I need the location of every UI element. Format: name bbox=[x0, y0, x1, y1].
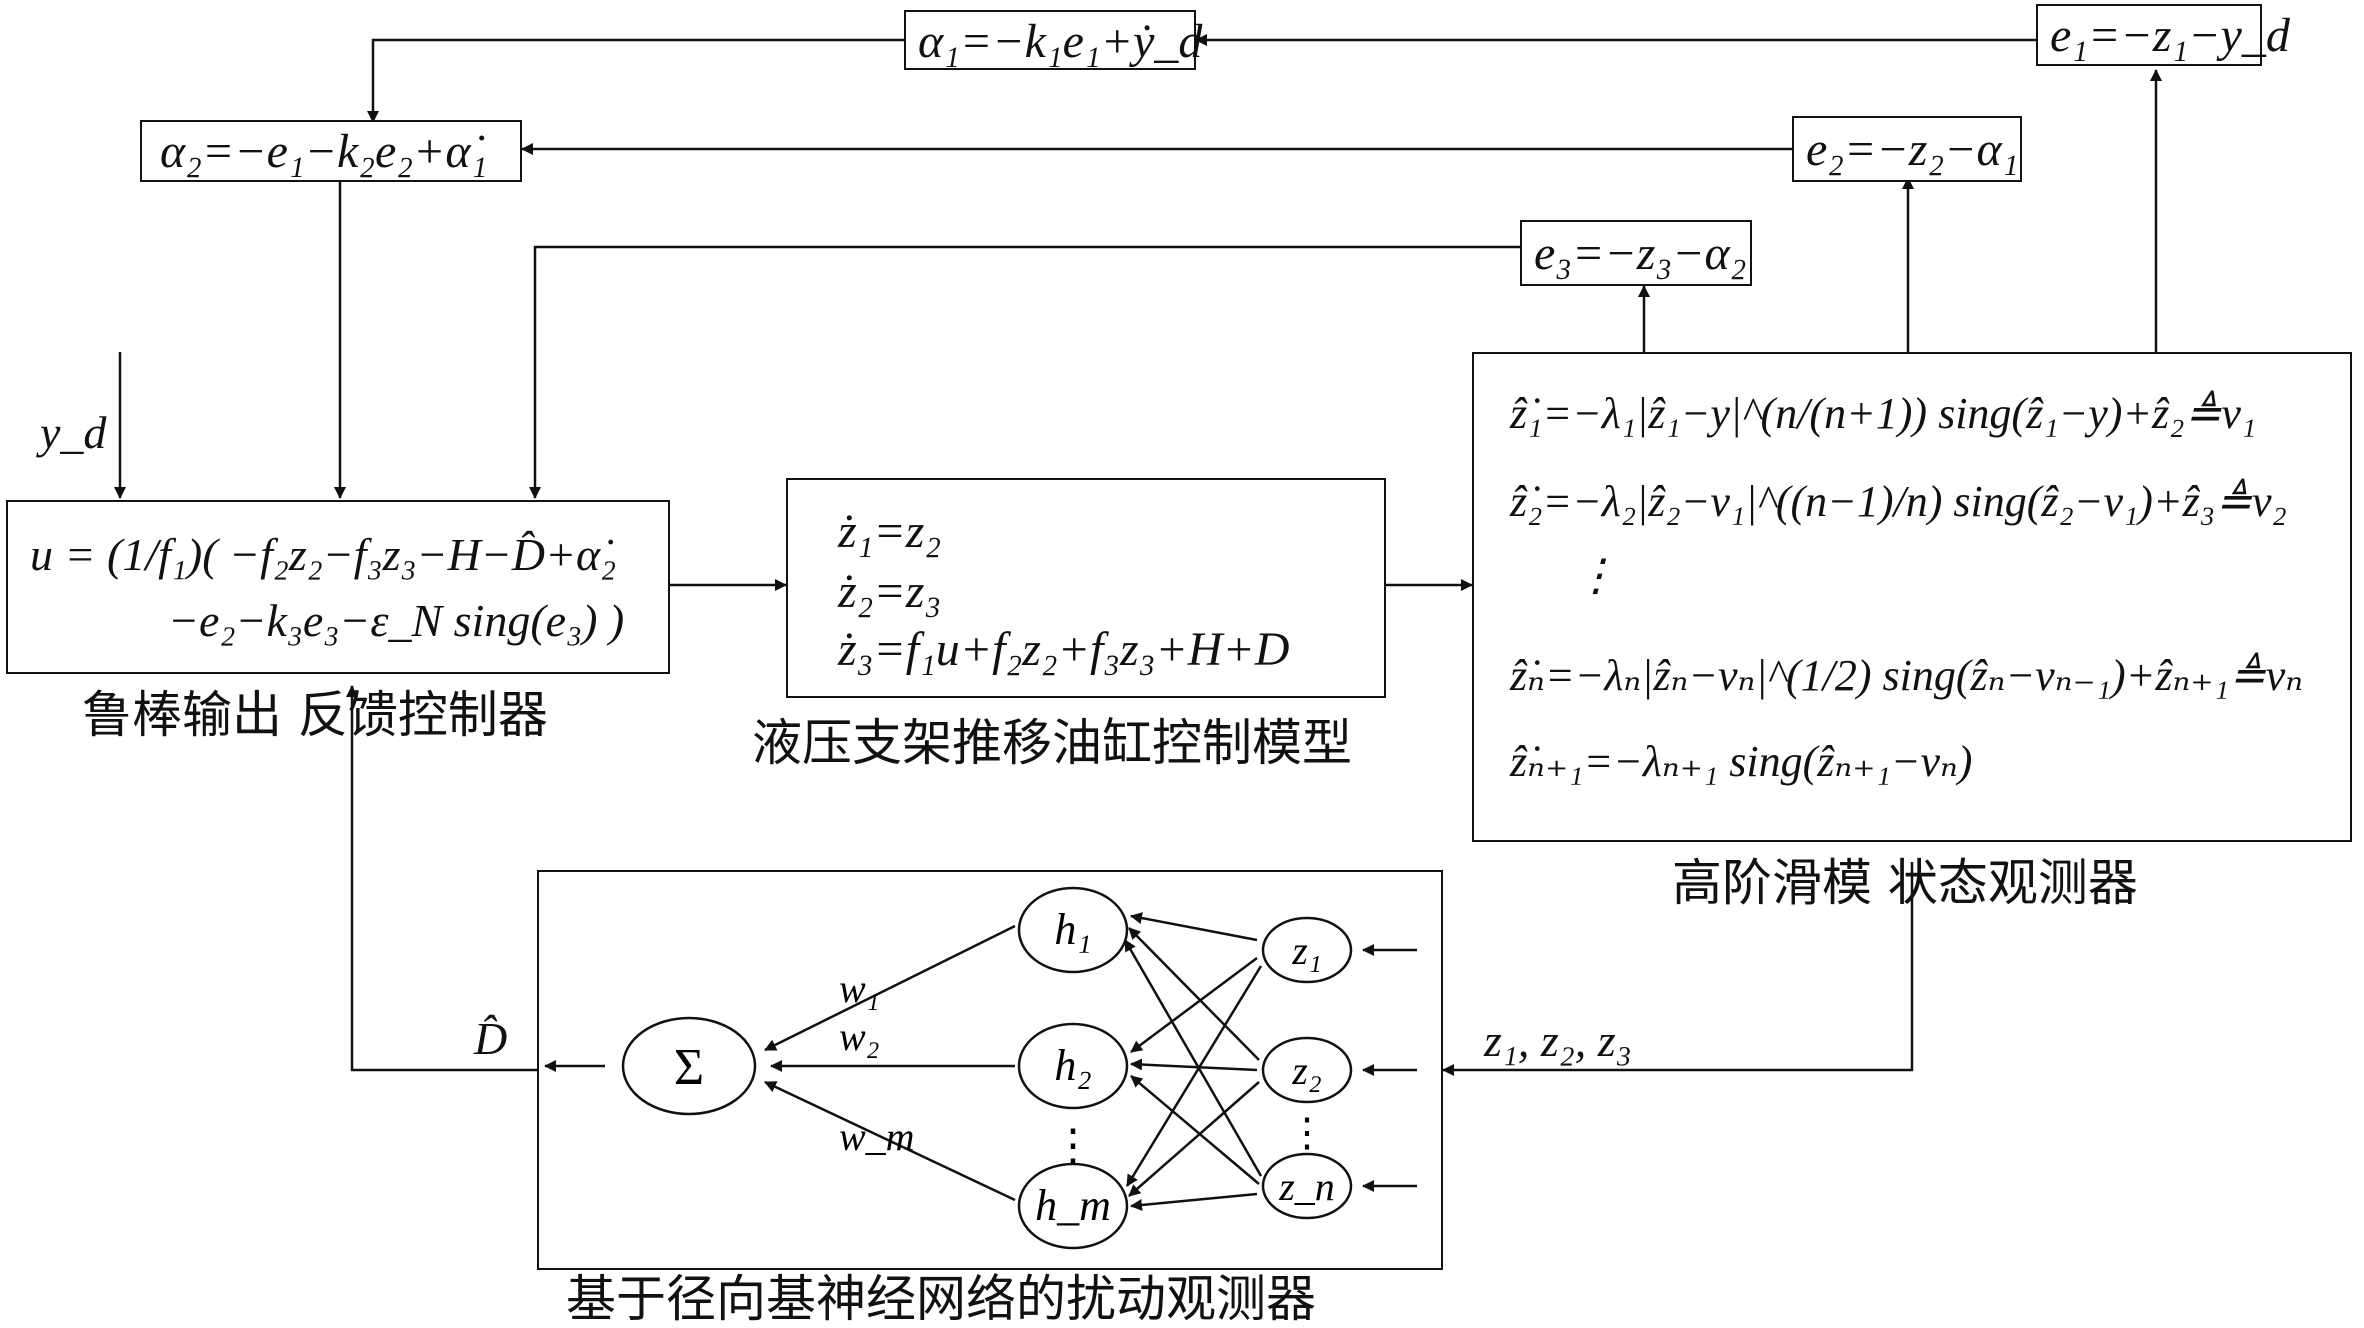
rbf-block: Σ h₁ h₂ ⋮ h_m z₁ z₂ ⋮ bbox=[537, 870, 1443, 1270]
input-node-1: z₁ bbox=[1261, 916, 1352, 983]
model-caption: 液压支架推移油缸控制模型 bbox=[752, 714, 1352, 772]
alpha2-block: α₂=−e₁−k₂e₂+α̇₁ bbox=[140, 120, 522, 182]
sum-symbol: Σ bbox=[673, 1039, 703, 1096]
hidden-label-m: h_m bbox=[1035, 1181, 1111, 1230]
e1-equation: e₁=−z₁−y_d bbox=[2050, 9, 2290, 62]
observer-row4: ẑ̇ₙ=−λₙ|ẑₙ−vₙ|^(1/2) sing(ẑₙ−vₙ₋₁)+ẑₙ₊₁≜… bbox=[1510, 651, 2304, 700]
sum-node: Σ bbox=[621, 1016, 756, 1115]
observer-row3: ⋮ bbox=[1574, 551, 1618, 600]
weight-label-m: w_m bbox=[839, 1114, 915, 1159]
model-row3: ż₃=f₁u+f₂z₂+f₃z₃+H+D bbox=[838, 623, 1290, 676]
observer-row1: ẑ̇₁=−λ₁|ẑ₁−y|^(n/(n+1)) sing(ẑ₁−y)+ẑ₂≜v₁ bbox=[1510, 389, 2257, 438]
observer-row2: ẑ̇₂=−λ₂|ẑ₂−v₁|^((n−1)/n) sing(ẑ₂−v₁)+ẑ₃≜… bbox=[1510, 477, 2287, 526]
e3-block: e₃=−z₃−α₂ bbox=[1520, 220, 1752, 286]
arrow-observer-to-rbf bbox=[1442, 862, 1914, 1076]
model-block: ż₁=z₂ ż₂=z₃ ż₃=f₁u+f₂z₂+f₃z₃+H+D bbox=[786, 478, 1386, 698]
arrow-alpha1-to-alpha2 bbox=[367, 38, 904, 123]
model-row1: ż₁=z₂ bbox=[838, 505, 942, 558]
input-ellipsis: ⋮ bbox=[1287, 1110, 1327, 1155]
states-label: z₁, z₂, z₃ bbox=[1484, 1015, 1632, 1066]
input-label-2: z₂ bbox=[1291, 1048, 1321, 1093]
e3-equation: e₃=−z₃−α₂ bbox=[1534, 227, 1747, 280]
rbf-caption: 基于径向基神经网络的扰动观测器 bbox=[566, 1270, 1316, 1328]
control-law-row1: u = (1/f₁)( −f₂z₂−f₃z₃−H−D̂+α̇₂ bbox=[30, 529, 617, 580]
input-label-n: z_n bbox=[1278, 1164, 1335, 1209]
model-row2: ż₂=z₃ bbox=[838, 565, 942, 618]
control-law-row2: −e₂−k₃e₃−ε_N sing(e₃) ) bbox=[168, 595, 625, 646]
dhat-label: D̂ bbox=[474, 1013, 508, 1064]
e2-equation: e₂=−z₂−α₁ bbox=[1806, 123, 2019, 176]
weight-label-2: w₂ bbox=[839, 1014, 880, 1059]
input-label-1: z₁ bbox=[1291, 928, 1321, 973]
controller-caption: 鲁棒输出 反馈控制器 bbox=[82, 686, 548, 744]
arrow-dhat-to-controller bbox=[346, 685, 537, 1072]
observer-row5: ẑ̇ₙ₊₁=−λₙ₊₁ sing(ẑₙ₊₁−vₙ) bbox=[1510, 737, 1973, 786]
e1-block: e₁=−z₁−y_d bbox=[2036, 4, 2290, 66]
yd-label: y_d bbox=[40, 407, 107, 458]
input-node-n: z_n bbox=[1261, 1152, 1352, 1219]
alpha2-equation: α₂=−e₁−k₂e₂+α̇₁ bbox=[160, 125, 488, 178]
alpha1-equation: α₁=−k₁e₁+ẏ_d bbox=[918, 15, 1203, 68]
hidden-ellipsis: ⋮ bbox=[1051, 1121, 1095, 1170]
weight-label-1: w₁ bbox=[839, 966, 880, 1011]
input-node-2: z₂ bbox=[1261, 1036, 1352, 1103]
hidden-node-m: h_m bbox=[1017, 1162, 1128, 1249]
observer-block: ẑ̇₁=−λ₁|ẑ₁−y|^(n/(n+1)) sing(ẑ₁−y)+ẑ₂≜v₁… bbox=[1472, 352, 2352, 842]
arrow-e3-to-controller bbox=[529, 245, 1520, 499]
controller-block: u = (1/f₁)( −f₂z₂−f₃z₃−H−D̂+α̇₂ −e₂−k₃e₃… bbox=[6, 500, 670, 674]
observer-caption: 高阶滑模 状态观测器 bbox=[1672, 854, 2138, 912]
hidden-node-1: h₁ bbox=[1017, 886, 1128, 973]
hidden-label-1: h₁ bbox=[1054, 905, 1091, 954]
hidden-label-2: h₂ bbox=[1054, 1041, 1091, 1090]
rbf-network-graph: Σ h₁ h₂ ⋮ h_m z₁ z₂ ⋮ bbox=[543, 886, 1417, 1249]
alpha1-block: α₁=−k₁e₁+ẏ_d bbox=[904, 10, 1202, 70]
e2-block: e₂=−z₂−α₁ bbox=[1792, 116, 2022, 182]
hidden-node-2: h₂ bbox=[1017, 1022, 1128, 1109]
